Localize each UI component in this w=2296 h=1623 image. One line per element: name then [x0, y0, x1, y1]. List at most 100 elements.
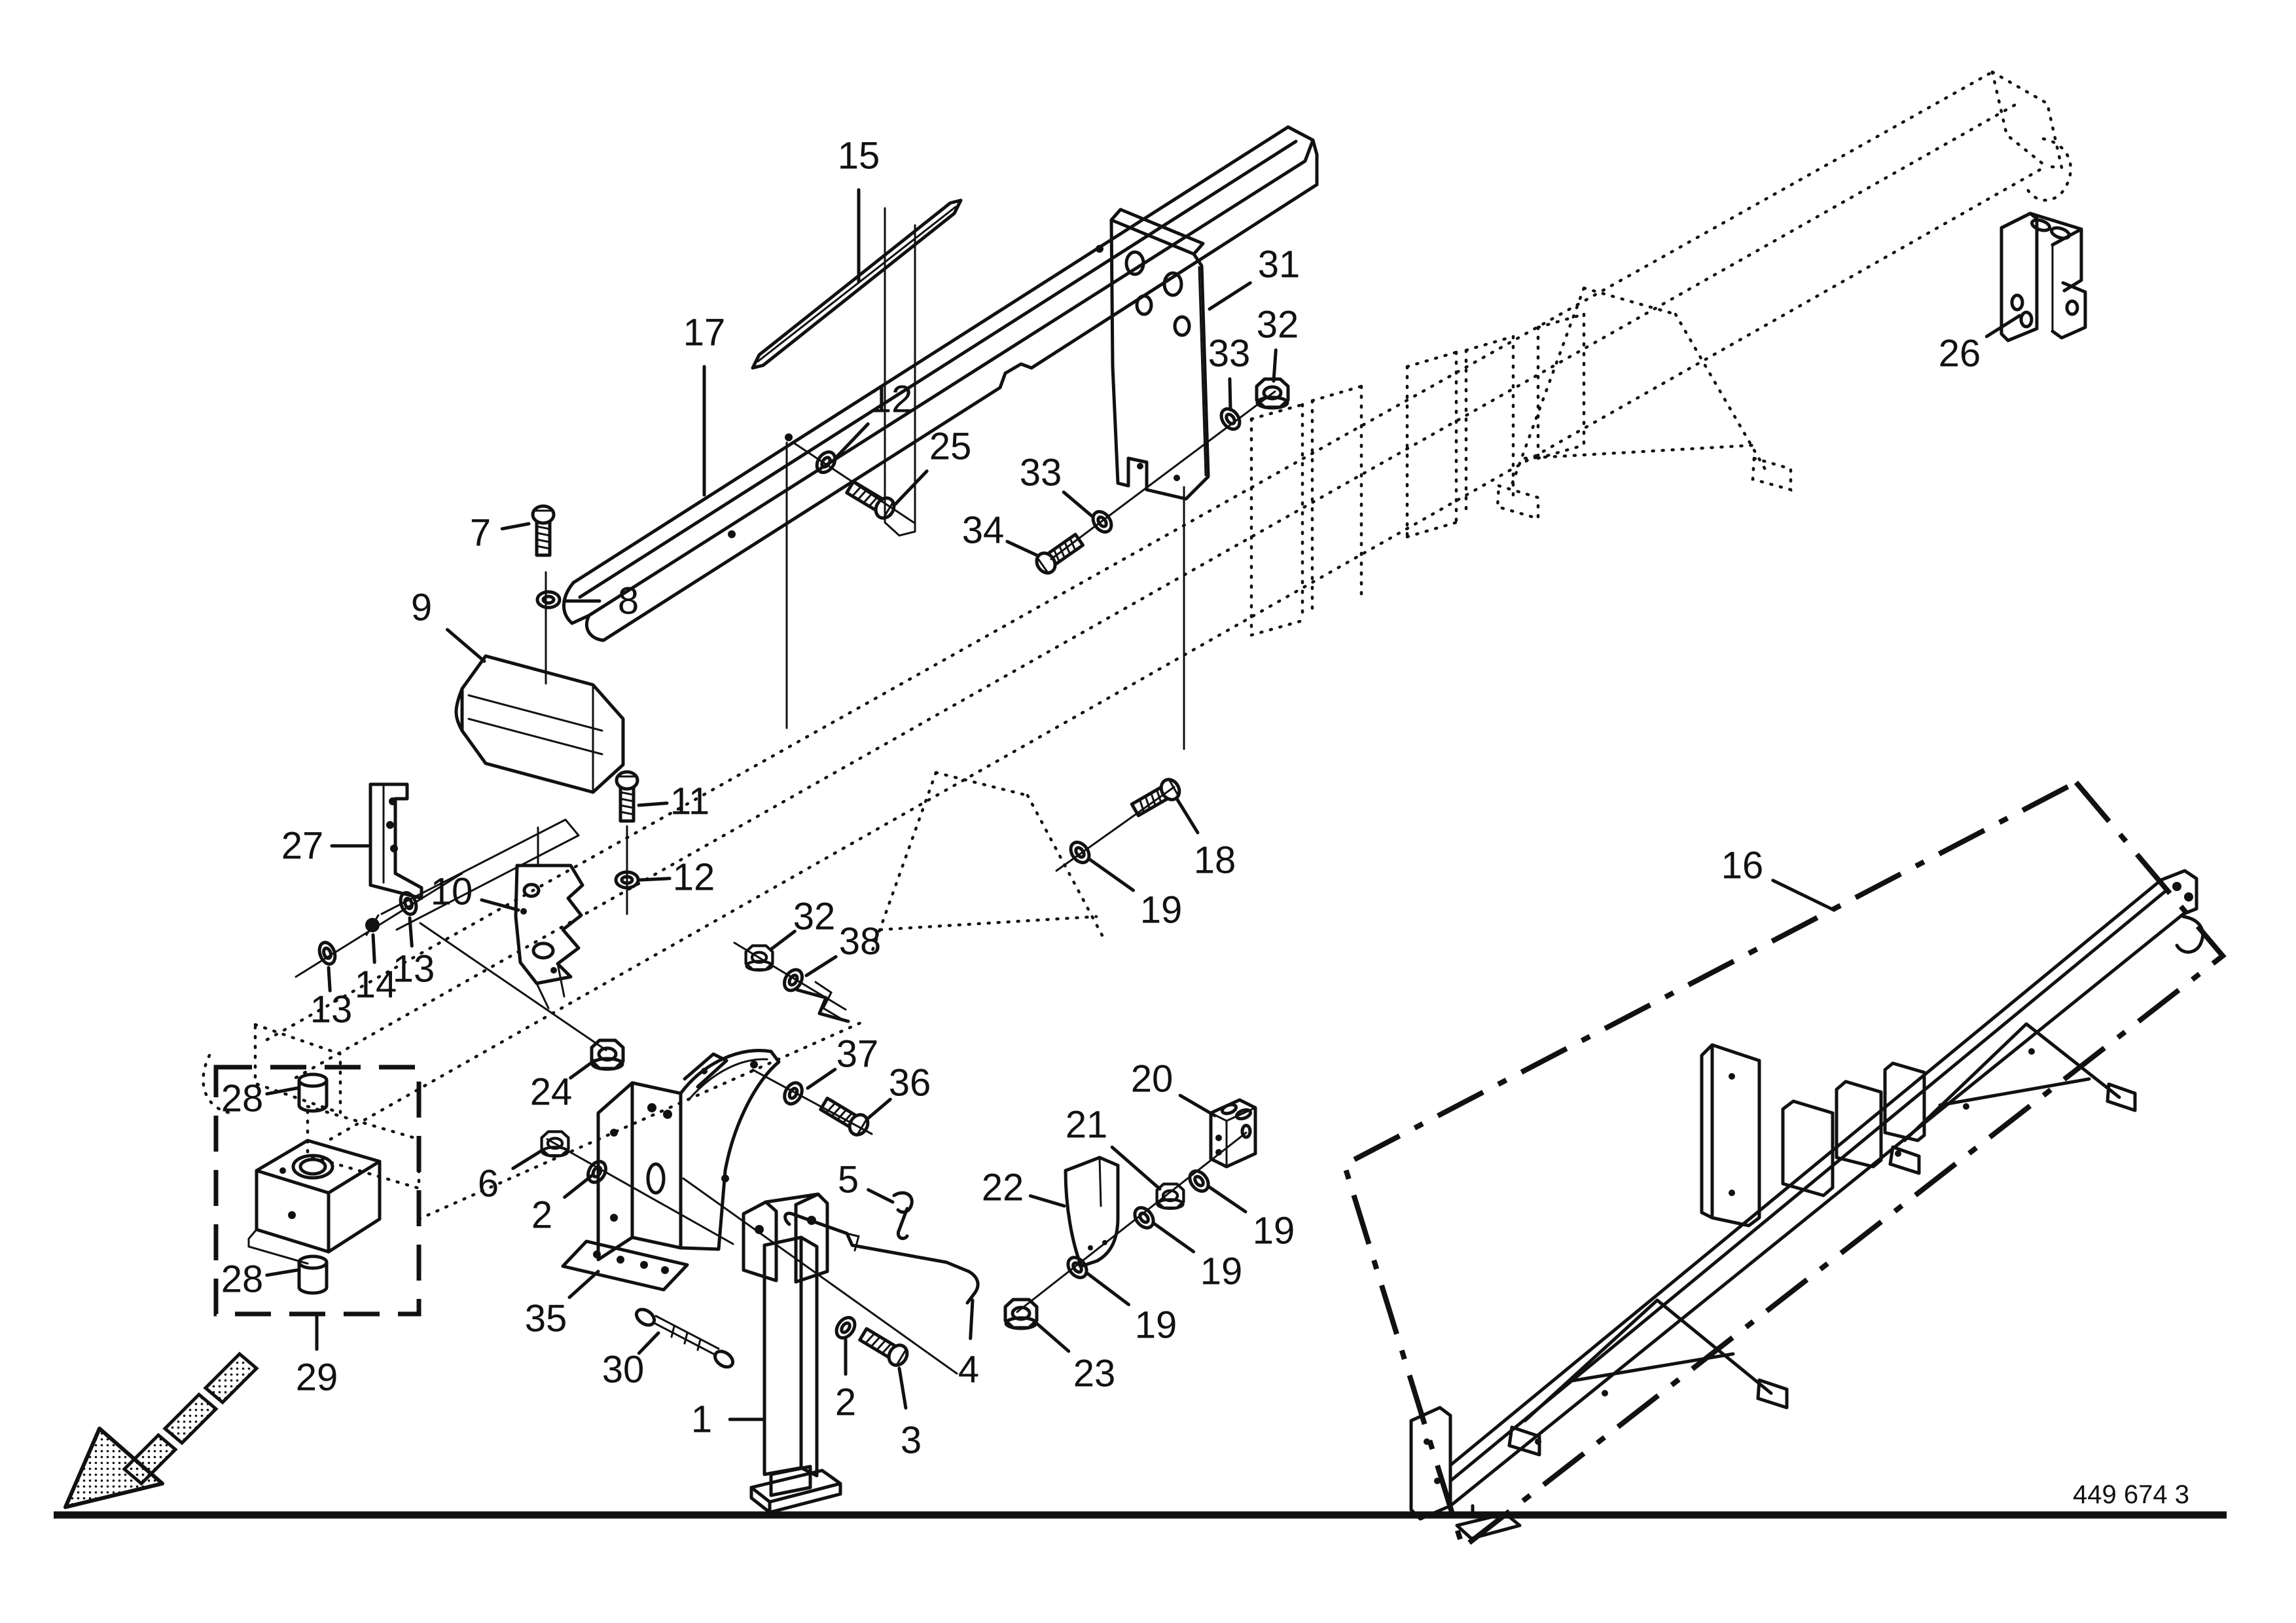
leader-line-19r	[1206, 1184, 1247, 1214]
leader-line-36	[865, 1097, 892, 1122]
leader-line-21	[1110, 1145, 1162, 1191]
leader-line-10	[480, 898, 520, 912]
callout-14: 14	[355, 964, 397, 1006]
drawing-number: 449 674 3	[2073, 1480, 2189, 1509]
callout-28a: 28	[221, 1078, 264, 1120]
leader-line-12b	[638, 877, 672, 882]
wear-strip-15	[751, 198, 963, 370]
phantom-main-beam	[202, 70, 2073, 1221]
callout-19b: 19	[1135, 1304, 1177, 1347]
callout-35: 35	[525, 1298, 567, 1340]
callout-28b: 28	[221, 1258, 264, 1301]
callout-29: 29	[296, 1357, 338, 1399]
leader-line-19b	[1085, 1271, 1130, 1307]
leader-line-16	[1771, 879, 1836, 912]
washer-19-right	[1186, 1167, 1212, 1195]
washer-2-right	[833, 1314, 858, 1341]
callout-layer: 1223456789101112121313141516171819191919…	[221, 135, 2022, 1462]
bracket-20	[1209, 1098, 1257, 1169]
callout-25: 25	[929, 426, 972, 468]
callout-32b: 32	[793, 896, 836, 938]
leader-line-3	[897, 1366, 908, 1410]
callout-7: 7	[470, 512, 491, 555]
pin-assembly-13-14	[317, 890, 419, 966]
callout-24: 24	[530, 1071, 573, 1114]
callout-38: 38	[839, 921, 882, 963]
nut-24	[592, 1040, 623, 1069]
callout-34: 34	[962, 509, 1005, 552]
leader-line-18	[1175, 797, 1200, 835]
callout-2b: 2	[835, 1381, 856, 1424]
callout-16: 16	[1721, 845, 1764, 887]
callout-6: 6	[478, 1163, 499, 1205]
leader-line-2a	[563, 1173, 594, 1199]
bolt-11	[617, 772, 637, 821]
leader-line-32a	[1272, 348, 1278, 383]
callout-36: 36	[889, 1062, 931, 1104]
leader-line-13a	[408, 916, 414, 948]
bushing-28-top	[297, 1072, 329, 1113]
washer-19-middle	[1131, 1204, 1157, 1231]
callout-12a: 12	[870, 378, 913, 421]
callout-19m: 19	[1200, 1250, 1243, 1293]
callout-26: 26	[1939, 333, 1981, 375]
direction-arrow-icon	[63, 1351, 259, 1509]
leader-line-26	[1984, 314, 2022, 338]
bracket-26	[2000, 211, 2087, 342]
bolt-3	[858, 1325, 911, 1368]
leader-line-25	[893, 469, 929, 506]
bracket-31	[1109, 208, 1210, 501]
callout-33a: 33	[1208, 333, 1251, 375]
callout-22: 22	[982, 1167, 1024, 1209]
bolt-25	[845, 478, 898, 521]
leader-line-24	[569, 1059, 596, 1080]
callout-23: 23	[1073, 1353, 1116, 1395]
callout-19r: 19	[1253, 1210, 1295, 1252]
washer-19-upper	[1067, 839, 1092, 866]
callout-8: 8	[618, 580, 639, 623]
leader-line-33b	[1062, 490, 1094, 518]
leader-line-35	[567, 1269, 600, 1300]
callout-33b: 33	[1020, 452, 1062, 494]
frame-16	[1409, 869, 2205, 1541]
callout-13a: 13	[393, 948, 435, 991]
callout-11: 11	[670, 780, 709, 823]
callout-18: 18	[1194, 839, 1236, 882]
washer-37	[781, 1080, 805, 1106]
leader-line-32b	[769, 930, 797, 951]
nut-23	[1005, 1300, 1037, 1328]
callout-20: 20	[1131, 1058, 1174, 1101]
linch-pin-30	[634, 1307, 735, 1369]
callout-1: 1	[691, 1398, 712, 1441]
leader-line-11	[637, 801, 669, 807]
callout-5: 5	[838, 1159, 859, 1201]
leader-line-4	[969, 1298, 975, 1340]
leader-line-31	[1208, 281, 1252, 311]
callout-21: 21	[1066, 1104, 1108, 1146]
leader-line-14	[371, 933, 376, 964]
leader-line-28b	[265, 1268, 299, 1277]
callout-10: 10	[431, 871, 473, 913]
callout-9: 9	[411, 587, 432, 629]
bracket-35	[561, 1049, 781, 1292]
callout-31: 31	[1258, 244, 1300, 286]
callout-3: 3	[901, 1419, 922, 1462]
leader-line-12a	[836, 422, 870, 458]
leader-line-37	[806, 1067, 837, 1090]
bolt-7	[533, 506, 554, 555]
callout-30: 30	[602, 1349, 645, 1391]
lug-bracket-28	[247, 1139, 382, 1265]
leader-line-23	[1032, 1319, 1071, 1353]
leader-line-30	[637, 1331, 660, 1355]
bolt-18	[1130, 776, 1183, 819]
leader-line-20	[1178, 1093, 1217, 1118]
callout-2a: 2	[531, 1194, 552, 1237]
plate-10	[514, 864, 584, 1010]
callout-37: 37	[836, 1033, 879, 1076]
bolt-36	[819, 1095, 872, 1138]
leader-line-28a	[265, 1086, 299, 1096]
callout-4: 4	[958, 1349, 979, 1391]
leader-line-19a	[1087, 857, 1136, 892]
